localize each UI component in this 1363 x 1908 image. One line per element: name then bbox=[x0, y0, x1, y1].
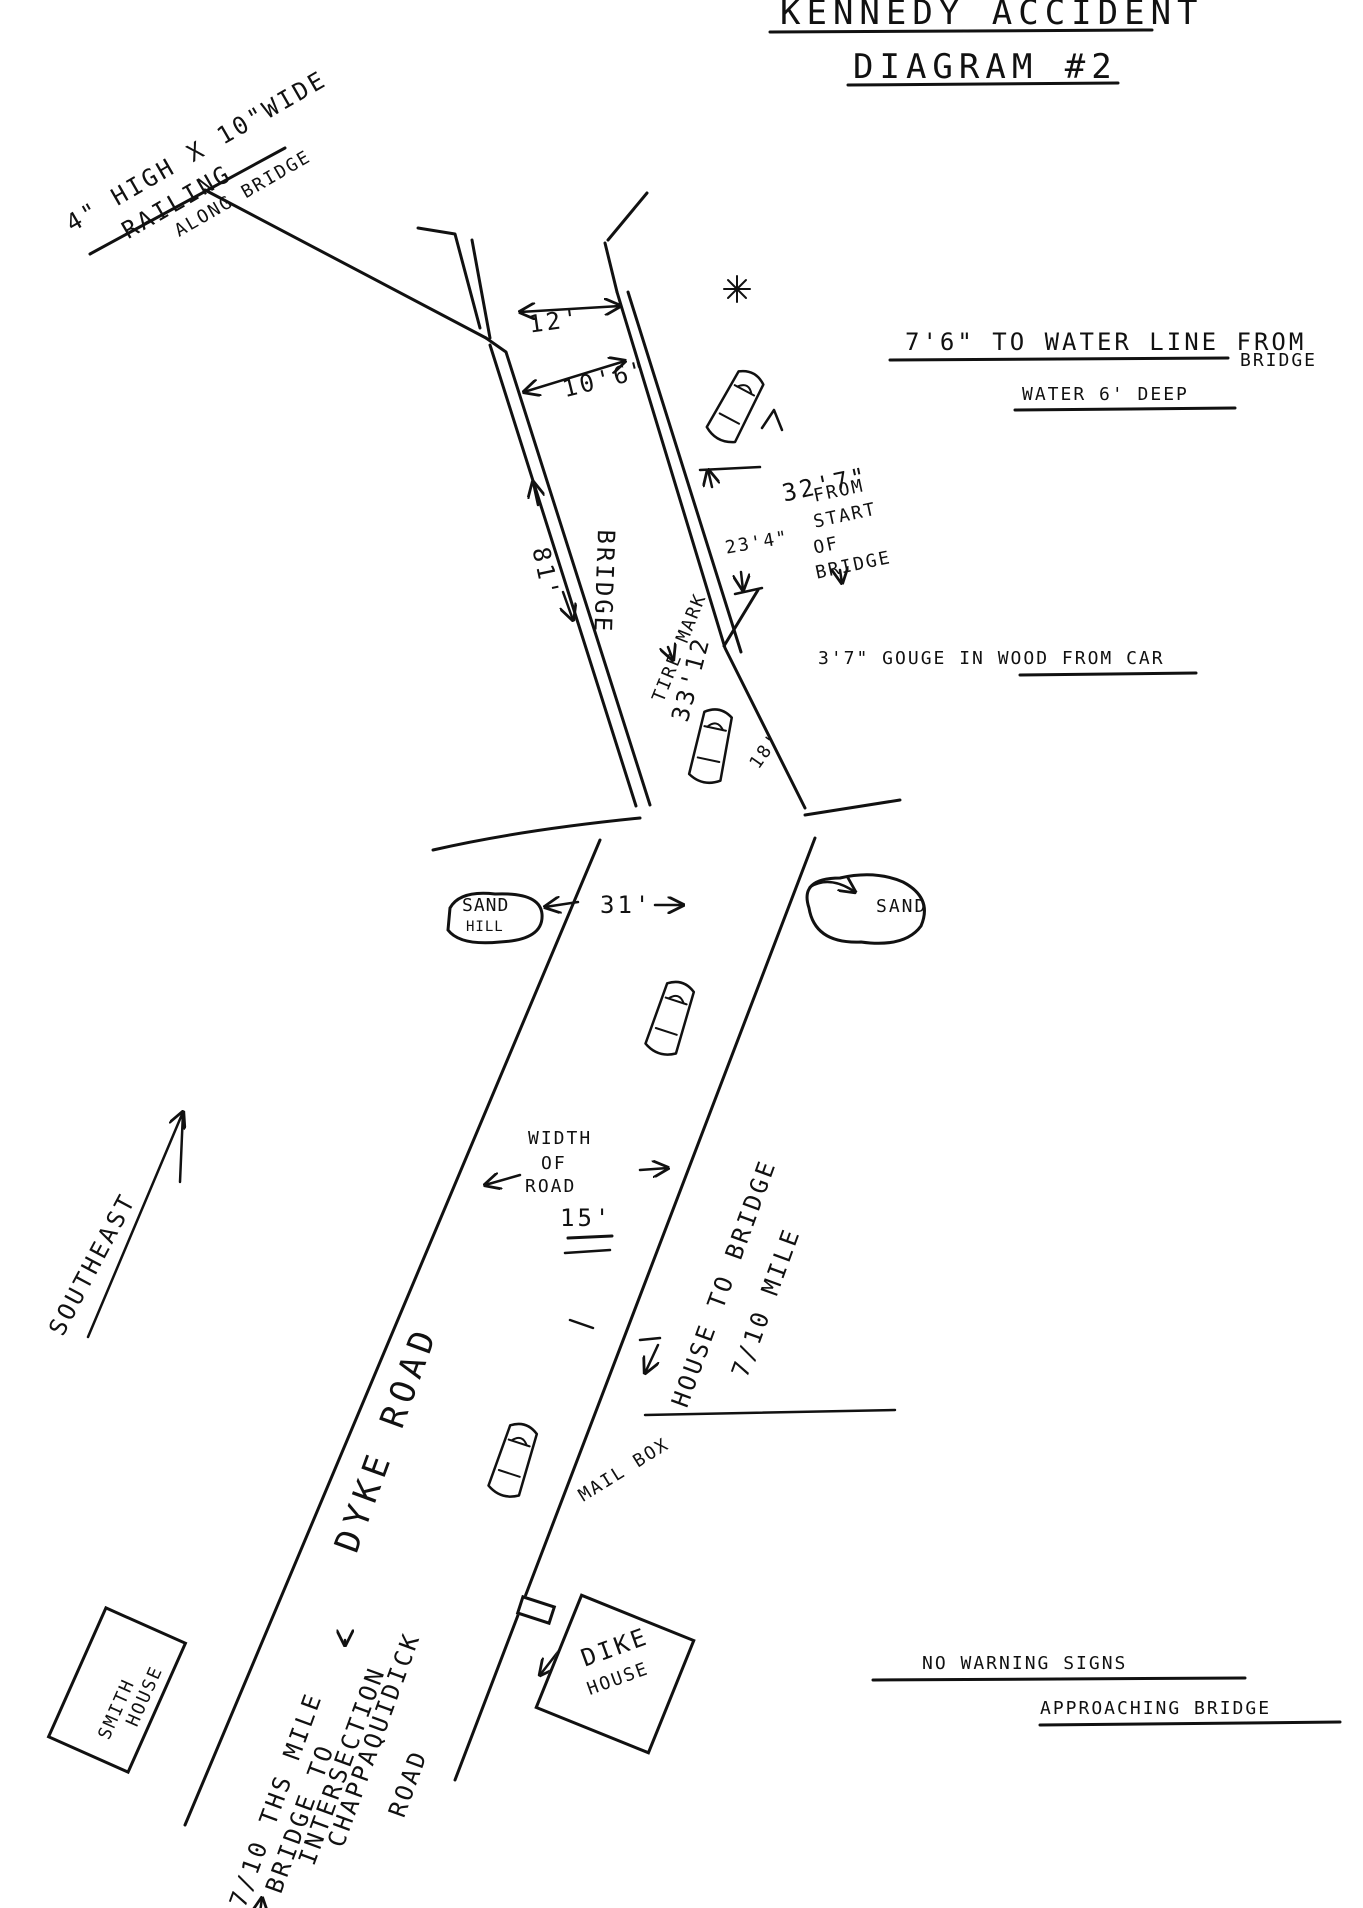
sand-hill-label-2: HILL bbox=[466, 919, 504, 935]
width-31-label: 31' bbox=[600, 891, 653, 919]
sand-hill-blob bbox=[446, 891, 544, 945]
of-label: OF bbox=[811, 532, 842, 559]
water-line-label-2: BRIDGE bbox=[1240, 350, 1318, 371]
no-warning-label: NO WARNING SIGNS bbox=[922, 1653, 1128, 1674]
title-underlines bbox=[768, 28, 1154, 87]
water-line-label: 7'6" TO WATER LINE FROM bbox=[905, 328, 1307, 356]
tree-mark bbox=[723, 275, 751, 303]
road-edges bbox=[183, 836, 817, 1827]
dimension-arrows bbox=[86, 306, 897, 1908]
note-underlines bbox=[566, 356, 1342, 1727]
width-of-label-2: OF bbox=[541, 1153, 567, 1174]
railing-callout bbox=[88, 146, 488, 340]
car-on-bridge bbox=[686, 705, 737, 788]
width-of-label-3: ROAD bbox=[525, 1176, 577, 1197]
bridge-outline bbox=[416, 191, 807, 810]
approaching-label: APPROACHING BRIDGE bbox=[1040, 1698, 1272, 1719]
shoreline bbox=[431, 798, 902, 852]
diagram-title: KENNEDY ACCIDENT bbox=[780, 0, 1204, 33]
sand-blob bbox=[805, 873, 926, 945]
car-in-water bbox=[702, 364, 769, 448]
gouge-label: 3'7" GOUGE IN WOOD FROM CAR bbox=[818, 648, 1165, 669]
bridge-label: BRIDGE bbox=[588, 529, 620, 635]
sand-label: SAND bbox=[876, 896, 928, 917]
width-12-label: 12' bbox=[526, 303, 583, 339]
sand-hill-label: SAND bbox=[462, 895, 510, 916]
car-near-house bbox=[485, 1418, 542, 1502]
water-deep-label: WATER 6' DEEP bbox=[1022, 384, 1189, 405]
width-of-label: WIDTH bbox=[528, 1128, 593, 1149]
car-on-road bbox=[642, 976, 699, 1060]
diagram-subtitle: DIAGRAM #2 bbox=[853, 47, 1118, 87]
width-15-label: 15' bbox=[560, 1204, 613, 1232]
